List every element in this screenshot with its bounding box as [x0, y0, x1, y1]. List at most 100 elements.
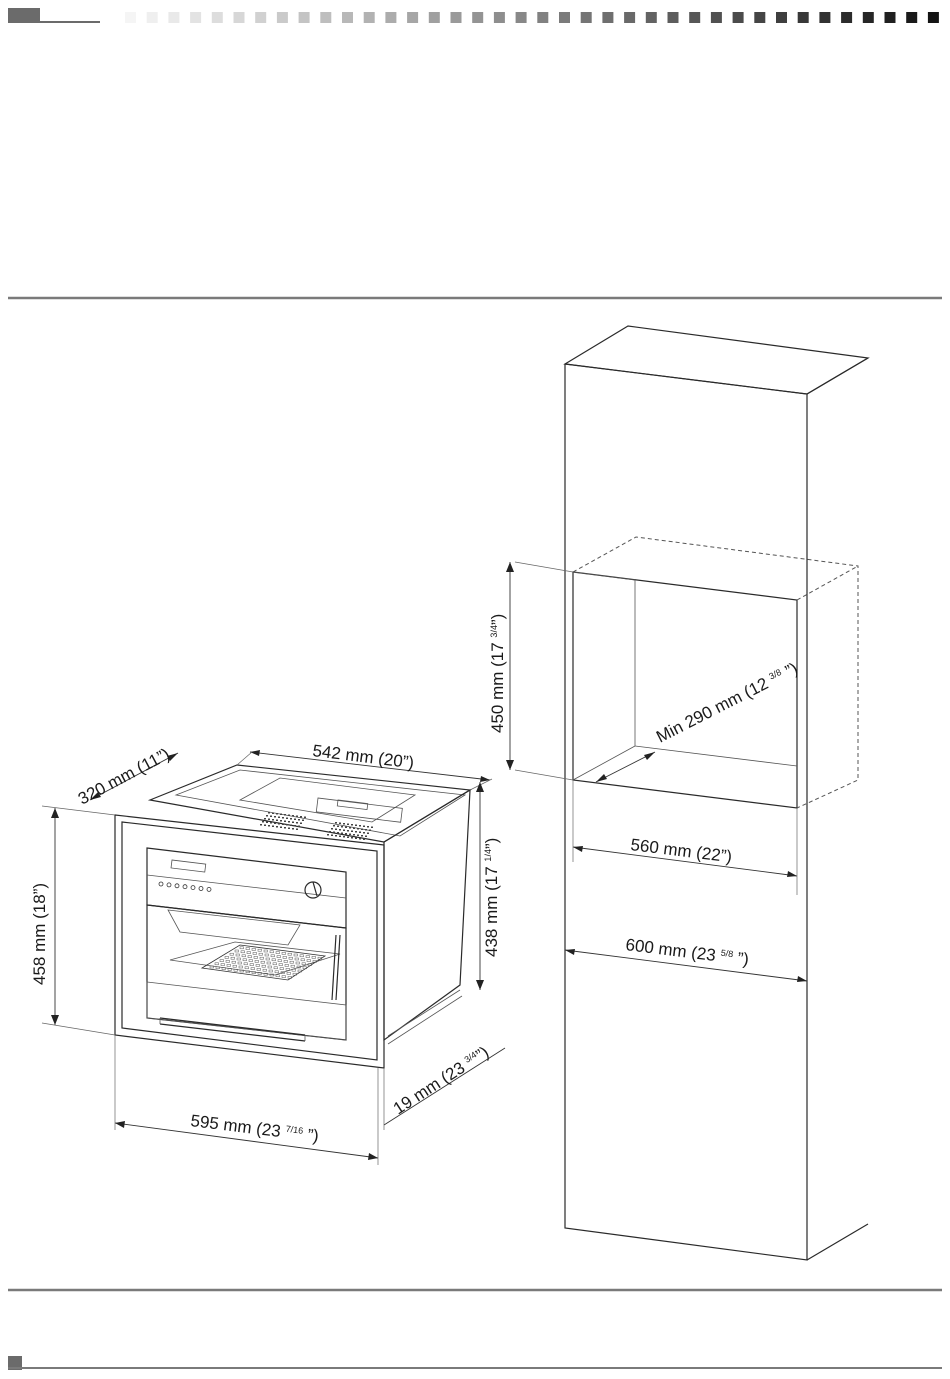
vent-slot: [345, 827, 347, 829]
drip-grill-cell: [275, 971, 279, 973]
dimension-lines: [42, 562, 807, 1165]
gradient-square: [906, 12, 917, 23]
gradient-square: [364, 12, 375, 23]
drip-grill-cell: [296, 962, 300, 964]
gradient-square: [320, 12, 331, 23]
drip-grill-cell: [264, 950, 268, 952]
drip-grill-cell: [302, 963, 306, 965]
vent-slot: [363, 839, 365, 841]
vent-slot: [282, 824, 284, 826]
vent-slot: [276, 813, 278, 815]
drip-grill-cell: [255, 960, 259, 962]
drip-grill-cell: [290, 961, 294, 963]
vent-slot: [343, 830, 345, 832]
gradient-square: [168, 12, 179, 23]
vent-slot: [327, 834, 329, 836]
label-body-height: 438 mm (17 1/4”): [482, 838, 501, 957]
vent-slot: [363, 826, 365, 828]
vent-slot: [349, 834, 351, 836]
drip-grill-cell: [232, 961, 236, 963]
vent-slot: [367, 833, 369, 835]
drip-grill-cell: [260, 957, 264, 959]
vent-slot: [294, 819, 296, 821]
vent-slot: [351, 837, 353, 839]
label-front-width: 595 mm (23 7/16 ”): [190, 1111, 320, 1146]
drip-grill-cell: [262, 965, 266, 967]
vent-slot: [284, 821, 286, 823]
vent-slot: [367, 826, 369, 828]
vent-slot: [268, 812, 270, 814]
vent-slot: [288, 815, 290, 817]
header-block: [8, 8, 40, 22]
drip-grill-cell: [257, 968, 261, 970]
vent-slot: [264, 818, 266, 820]
gradient-square: [581, 12, 592, 23]
drip-grill-cell: [279, 964, 283, 966]
control-button: [207, 887, 211, 891]
drip-grill-cell: [267, 962, 271, 964]
drip-grill-cell: [271, 955, 275, 957]
vent-slot: [280, 827, 282, 829]
vent-slot: [355, 825, 357, 827]
drip-grill-cell: [244, 963, 248, 965]
drip-grill-cell: [215, 963, 219, 965]
vent-slot: [361, 835, 363, 837]
drip-grill-cell: [307, 960, 311, 962]
vent-slot: [355, 838, 357, 840]
drip-grill-cell: [237, 958, 241, 960]
drip-grill-cell: [285, 964, 289, 966]
vent-slot: [361, 829, 363, 831]
gradient-square: [885, 12, 896, 23]
vent-slot: [296, 816, 298, 818]
tall-cabinet: [565, 326, 868, 1260]
gradient-square: [798, 12, 809, 23]
vent-slot: [266, 822, 268, 824]
drip-grill-cell: [249, 960, 253, 962]
vent-slot: [339, 829, 341, 831]
drip-grill-cell: [265, 954, 269, 956]
gradient-square: [429, 12, 440, 23]
vent-slot: [333, 825, 335, 827]
gradient-square: [494, 12, 505, 23]
gradient-square: [277, 12, 288, 23]
drip-grill-cell: [238, 962, 242, 964]
vent-slot: [266, 815, 268, 817]
vent-slot: [331, 828, 333, 830]
drip-grill-cell: [274, 967, 278, 969]
drip-grill-cell: [254, 956, 258, 958]
drip-grill-cell: [278, 960, 282, 962]
gradient-square: [190, 12, 201, 23]
vent-slot: [333, 832, 335, 834]
drip-grill-cell: [236, 954, 240, 956]
drip-grill-cell: [250, 964, 254, 966]
drip-grill-cell: [221, 964, 225, 966]
vent-slot: [351, 824, 353, 826]
label-frame-depth: 19 mm (23 3/4”): [390, 1043, 492, 1119]
vent-slot: [353, 828, 355, 830]
gradient-square: [754, 12, 765, 23]
coffee-machine: [115, 765, 470, 1068]
drip-grill-cell: [230, 953, 234, 955]
vent-slot: [278, 823, 280, 825]
drip-grill-cell: [283, 956, 287, 958]
drip-grill-cell: [294, 954, 298, 956]
label-front-height: 458 mm (18”): [30, 883, 49, 985]
gradient-square: [733, 12, 744, 23]
vent-slot: [329, 831, 331, 833]
gradient-square: [255, 12, 266, 23]
vent-slot: [286, 824, 288, 826]
vent-slot: [298, 826, 300, 828]
drip-grill-cell: [282, 976, 286, 978]
vent-slot: [288, 821, 290, 823]
vent-slot: [371, 827, 373, 829]
vent-slot: [270, 816, 272, 818]
vent-slot: [359, 825, 361, 827]
vent-slot: [290, 825, 292, 827]
drip-grill-cell: [263, 969, 267, 971]
vent-slot: [300, 816, 302, 818]
drip-grill-cell: [226, 960, 230, 962]
vent-slot: [355, 831, 357, 833]
drip-grill-cell: [253, 952, 257, 954]
drip-grill-cell: [242, 955, 246, 957]
gradient-square: [624, 12, 635, 23]
